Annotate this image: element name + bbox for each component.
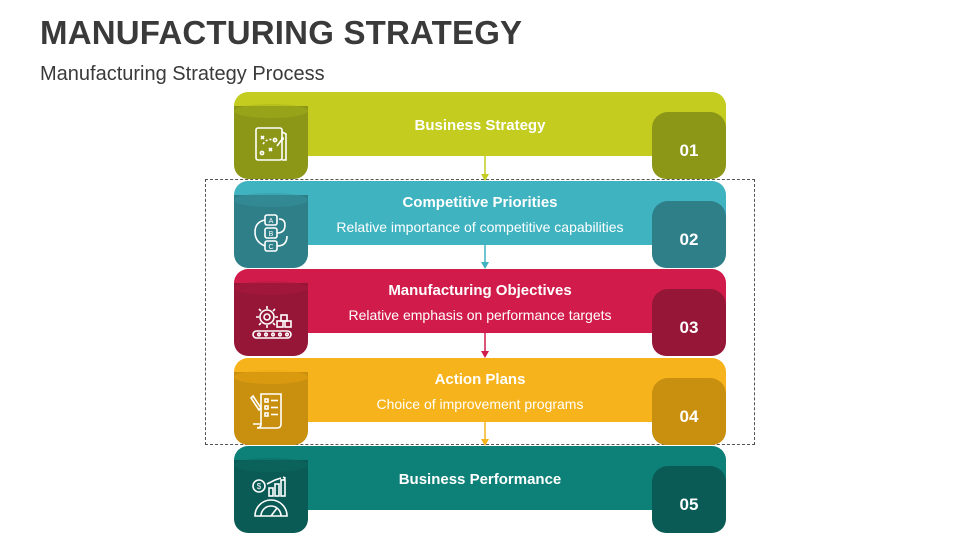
step-icon-block xyxy=(234,106,308,179)
svg-text:A: A xyxy=(269,218,274,225)
step-description: Relative importance of competitive capab… xyxy=(336,219,624,235)
step-number: 04 xyxy=(679,407,699,426)
step-number: 02 xyxy=(679,230,699,249)
step-business-strategy: Business Strategy 01 xyxy=(234,92,726,179)
step-icon-block xyxy=(234,283,308,356)
step-title: Business Performance xyxy=(398,471,562,488)
step-icon-block xyxy=(234,195,308,268)
step-title: Business Strategy xyxy=(414,117,546,134)
svg-text:B: B xyxy=(269,231,274,238)
step-number: 05 xyxy=(679,495,699,514)
step-number: 01 xyxy=(679,141,699,160)
step-number-block xyxy=(652,112,726,179)
connector-arrow xyxy=(480,333,489,359)
connector-arrow xyxy=(480,422,489,447)
step-manufacturing-objectives: Manufacturing Objectives Relative emphas… xyxy=(234,269,726,356)
step-band xyxy=(234,269,726,333)
strategy-process-frame xyxy=(205,179,755,445)
strategy-board-icon xyxy=(247,120,295,168)
step-title: Competitive Priorities xyxy=(402,194,558,211)
abc-priority-icon: A B C xyxy=(247,209,295,257)
step-icon-block xyxy=(234,372,308,445)
step-number-block xyxy=(652,466,726,533)
step-number-block xyxy=(652,378,726,445)
svg-text:C: C xyxy=(268,244,273,251)
checklist-plan-icon xyxy=(247,386,295,434)
step-action-plans: Action Plans Choice of improvement progr… xyxy=(234,358,726,445)
connector-arrow xyxy=(480,245,489,270)
step-band xyxy=(234,92,726,156)
step-competitive-priorities: A B C Competitive Priorities Relative im… xyxy=(234,181,726,268)
step-title: Action Plans xyxy=(434,371,526,388)
page-subtitle: Manufacturing Strategy Process xyxy=(40,63,325,85)
step-number: 03 xyxy=(679,318,699,337)
step-number-block xyxy=(652,289,726,356)
step-description: Relative emphasis on performance targets xyxy=(348,307,612,323)
step-band xyxy=(234,446,726,510)
step-band xyxy=(234,181,726,245)
step-band xyxy=(234,358,726,422)
step-business-performance: $ Business Performance 05 xyxy=(234,446,726,533)
performance-gauge-icon: $ xyxy=(247,474,295,522)
page-title: MANUFACTURING STRATEGY xyxy=(40,14,523,51)
svg-text:$: $ xyxy=(257,482,262,491)
step-title: Manufacturing Objectives xyxy=(388,282,572,299)
step-number-block xyxy=(652,201,726,268)
gear-conveyor-icon xyxy=(247,297,295,345)
step-description: Choice of improvement programs xyxy=(376,396,584,412)
connector-arrow xyxy=(480,156,489,182)
